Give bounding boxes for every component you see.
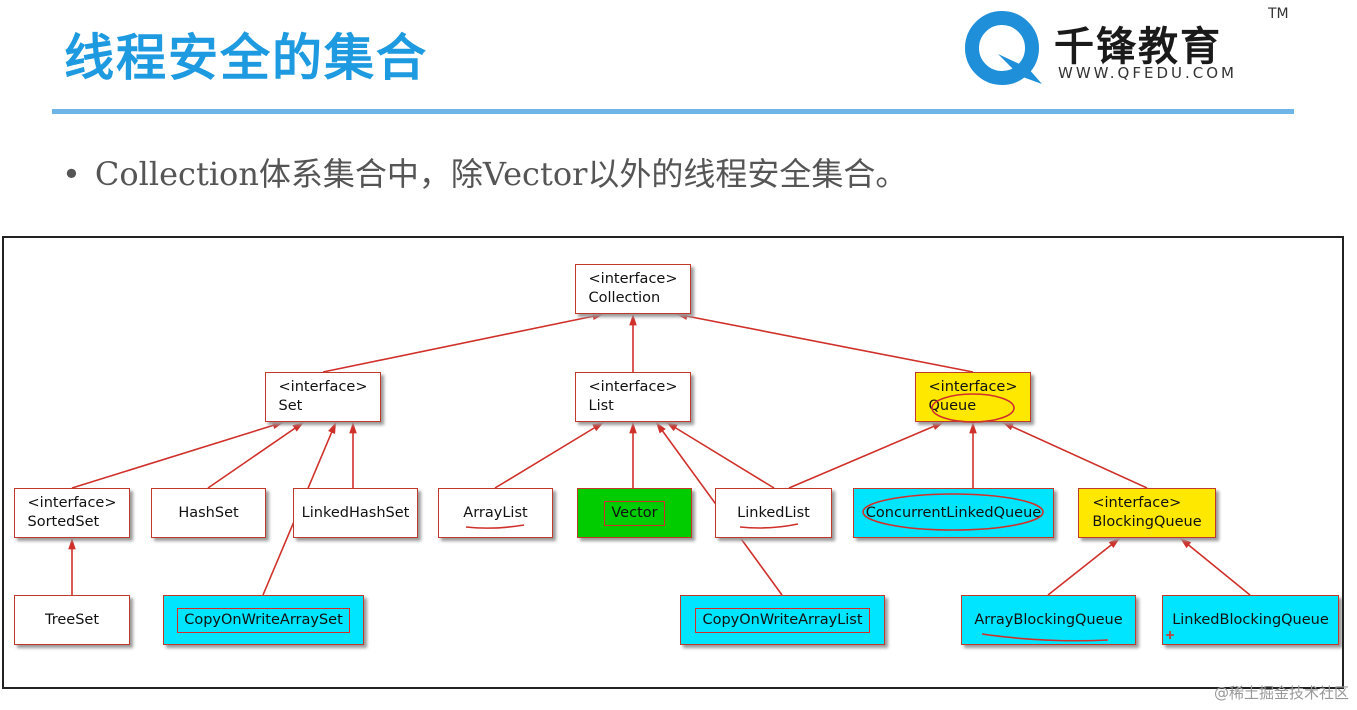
- node-linkedhashset: LinkedHashSet: [293, 488, 418, 538]
- arrowhead-queue-to-collection: [676, 312, 688, 320]
- node-vector: Vector: [577, 488, 692, 538]
- node-list-label: <interface> List: [589, 378, 678, 416]
- node-linkedlist-label: LinkedList: [737, 504, 810, 523]
- node-collection-line1: <interface>: [588, 271, 678, 287]
- node-hashset-label: HashSet: [178, 504, 238, 523]
- edge-blockingqueue-to-queue: [1001, 421, 1148, 489]
- node-arraylist-line1: ArrayList: [463, 504, 528, 521]
- collection-hierarchy-diagram: <interface>Collection<interface>Set<inte…: [2, 236, 1344, 689]
- arrowhead-blockingqueue-to-queue: [1002, 422, 1014, 431]
- node-linkedlist-line1: LinkedList: [737, 504, 810, 521]
- qfedu-logo: 千锋教育 TM WWW.QFEDU.COM: [962, 6, 1302, 90]
- node-copyonwritearraylist: CopyOnWriteArrayList: [680, 595, 885, 645]
- node-sortedset-label: <interface> SortedSet: [28, 494, 117, 532]
- node-queue-line2: Queue: [928, 398, 977, 414]
- node-sortedset-line1: <interface>: [27, 495, 117, 511]
- logo-url: WWW.QFEDU.COM: [1058, 64, 1237, 82]
- node-concurrentlinkedqueue: ConcurrentLinkedQueue: [853, 488, 1054, 538]
- node-list-line1: <interface>: [588, 379, 678, 395]
- node-copyonwritearraylist-line1: CopyOnWriteArrayList: [702, 611, 863, 628]
- node-blockingqueue-line1: <interface>: [1092, 495, 1182, 511]
- arrowhead-copyonwritearrayset-to-set: [328, 422, 336, 434]
- logo-q-mark-icon: [965, 11, 1042, 85]
- arrowhead-linkedlist-to-queue: [932, 422, 944, 430]
- node-set-label: <interface> Set: [279, 378, 368, 416]
- logo-trademark: TM: [1268, 6, 1289, 22]
- node-arraylist-label: ArrayList: [463, 504, 527, 523]
- node-linkedblockingqueue: LinkedBlockingQueue: [1162, 595, 1339, 645]
- node-list-line2: List: [588, 398, 614, 414]
- node-sortedset-line2: SortedSet: [27, 514, 100, 530]
- node-blockingqueue-label: <interface> BlockingQueue: [1092, 494, 1201, 532]
- edge-set-to-collection: [322, 313, 605, 373]
- node-copyonwritearrayset-line1: CopyOnWriteArraySet: [184, 611, 343, 628]
- bullet-dot: •: [62, 155, 81, 193]
- arrowhead-copyonwritearraylist-to-list: [656, 422, 666, 434]
- node-hashset: HashSet: [151, 488, 266, 538]
- edge-sortedset-to-set: [71, 421, 285, 489]
- arrowhead-hashset-to-set: [292, 422, 304, 432]
- node-blockingqueue-line2: BlockingQueue: [1092, 514, 1202, 530]
- node-arrayblockingqueue-line1: ArrayBlockingQueue: [974, 611, 1123, 628]
- node-collection-line2: Collection: [588, 290, 661, 306]
- arrowhead-set-to-collection: [592, 312, 604, 320]
- arrowhead-list-to-collection: [629, 314, 637, 326]
- edge-linkedlist-to-queue: [788, 421, 945, 489]
- node-hashset-line1: HashSet: [178, 504, 239, 521]
- node-blockingqueue: <interface> BlockingQueue: [1078, 488, 1216, 538]
- node-copyonwritearraylist-label: CopyOnWriteArrayList: [695, 607, 870, 633]
- node-set-line1: <interface>: [278, 379, 368, 395]
- bullet-text: Collection体系集合中，除Vector以外的线程安全集合。: [94, 155, 908, 193]
- page-title: 线程安全的集合: [64, 29, 428, 87]
- bullet-point: • Collection体系集合中，除Vector以外的线程安全集合。: [62, 149, 907, 195]
- edge-linkedblockingqueue-to-blockingqueue: [1179, 537, 1251, 596]
- node-linkedblockingqueue-label: LinkedBlockingQueue: [1172, 611, 1329, 630]
- node-list: <interface> List: [575, 372, 691, 422]
- node-queue: <interface> Queue: [915, 372, 1031, 422]
- arrowhead-arraylist-to-list: [592, 422, 604, 432]
- node-linkedhashset-label: LinkedHashSet: [302, 504, 410, 523]
- node-linkedblockingqueue-line1: LinkedBlockingQueue: [1172, 611, 1329, 628]
- arrowhead-concurrentlinkedqueue-to-queue: [969, 422, 977, 434]
- watermark: @稀土掘金技术社区: [1213, 684, 1349, 702]
- arrowhead-linkedblockingqueue-to-blockingqueue: [1180, 538, 1192, 549]
- node-concurrentlinkedqueue-label: ConcurrentLinkedQueue: [866, 504, 1041, 523]
- edge-hashset-to-set: [207, 421, 305, 489]
- header-divider: [52, 109, 1294, 114]
- edge-arraylist-to-list: [494, 421, 605, 489]
- arrowhead-sortedset-to-set: [272, 421, 284, 429]
- node-treeset-label: TreeSet: [45, 611, 99, 630]
- node-queue-label: <interface> Queue: [929, 378, 1018, 416]
- arrowhead-vector-to-list: [629, 422, 637, 434]
- edge-linkedlist-to-list: [665, 421, 775, 489]
- arrowhead-linkedhashset-to-set: [349, 422, 357, 434]
- node-concurrentlinkedqueue-line1: ConcurrentLinkedQueue: [865, 504, 1042, 521]
- logo-brand-name: 千锋教育: [1054, 24, 1222, 70]
- node-linkedhashset-line1: LinkedHashSet: [301, 504, 410, 521]
- arrowhead-arrayblockingqueue-to-blockingqueue: [1108, 538, 1120, 549]
- node-copyonwritearrayset-label: CopyOnWriteArraySet: [177, 607, 350, 633]
- node-treeset: TreeSet: [14, 595, 130, 645]
- node-vector-line1: Vector: [611, 504, 658, 521]
- node-sortedset: <interface> SortedSet: [14, 488, 130, 538]
- node-linkedlist: LinkedList: [715, 488, 832, 538]
- node-arrayblockingqueue: ArrayBlockingQueue: [961, 595, 1136, 645]
- node-treeset-line1: TreeSet: [44, 611, 100, 628]
- node-vector-label: Vector: [604, 500, 665, 526]
- edge-arrayblockingqueue-to-blockingqueue: [1047, 537, 1121, 596]
- diagram-connectors: [68, 312, 1251, 596]
- node-collection: <interface> Collection: [575, 264, 691, 314]
- node-copyonwritearrayset: CopyOnWriteArraySet: [163, 595, 364, 645]
- edge-queue-to-collection: [675, 313, 974, 373]
- node-queue-line1: <interface>: [928, 379, 1018, 395]
- arrowhead-linkedlist-to-list: [666, 422, 678, 432]
- node-set: <interface> Set: [265, 372, 381, 422]
- node-set-line2: Set: [278, 398, 303, 414]
- node-collection-label: <interface> Collection: [589, 270, 678, 308]
- node-arraylist: ArrayList: [438, 488, 553, 538]
- arrowhead-treeset-to-sortedset: [68, 538, 76, 550]
- node-arrayblockingqueue-label: ArrayBlockingQueue: [974, 611, 1122, 630]
